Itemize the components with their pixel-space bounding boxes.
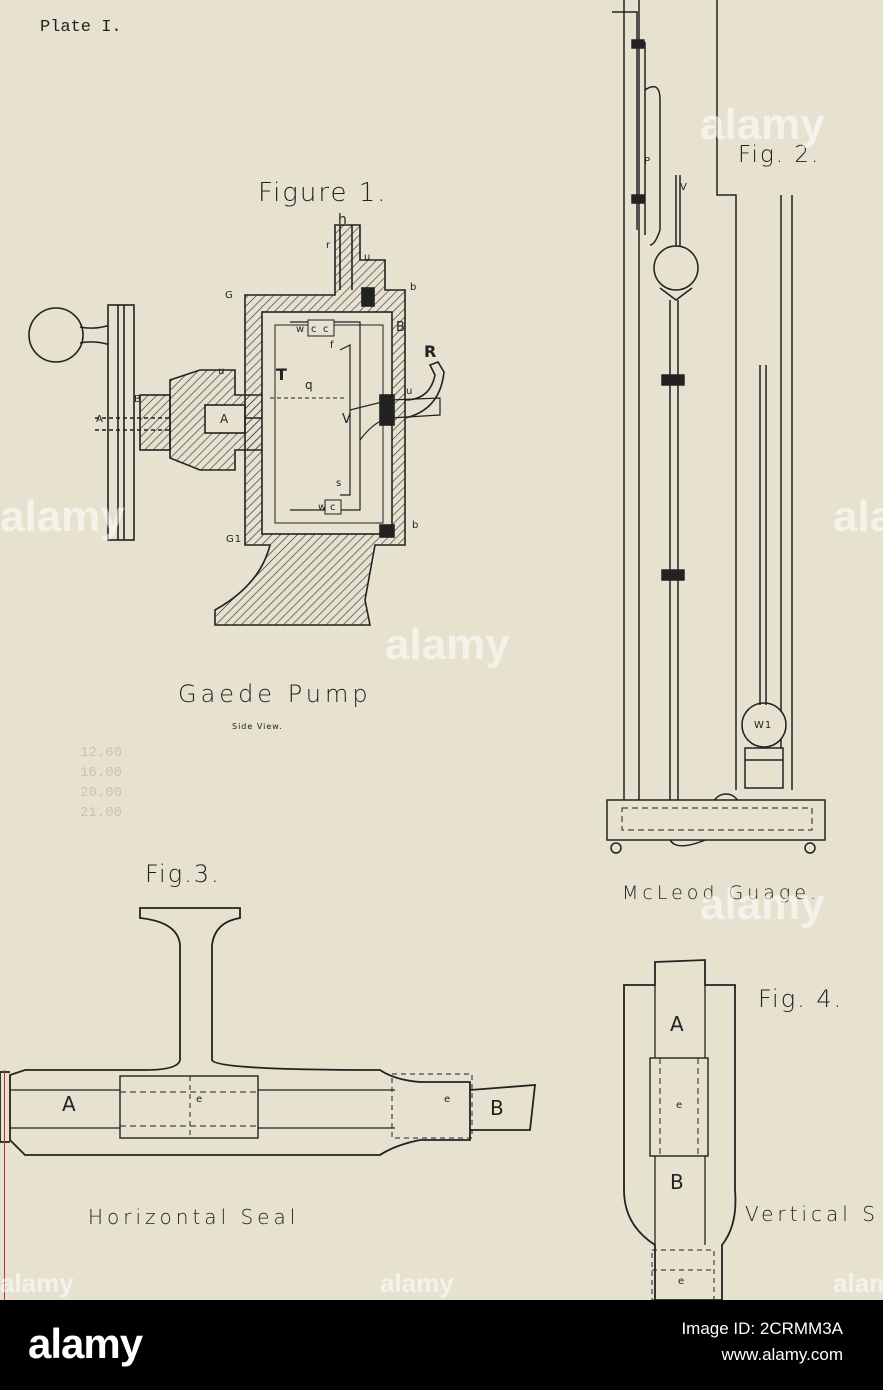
bg-number: 20.00	[80, 785, 123, 801]
watermark: alamy	[0, 492, 125, 541]
figure3-title: Fig.3.	[145, 860, 221, 888]
figure2-title: Fig. 2.	[738, 142, 821, 168]
fig1-label: b	[412, 520, 420, 531]
figure1-caption: Gaede Pump	[178, 680, 372, 708]
watermark: alamy	[0, 1268, 74, 1298]
fig1-label: G1	[226, 534, 243, 545]
fig3-label: A	[62, 1092, 78, 1116]
fig1-label: w	[318, 502, 328, 513]
image-id: Image ID: 2CRMM3A	[681, 1319, 843, 1338]
margin-line	[4, 1070, 5, 1300]
vertical-seal-drawing	[623, 959, 737, 1300]
fig4-label: e	[678, 1276, 686, 1287]
watermark: alamy	[700, 880, 825, 929]
fig1-label: u	[406, 386, 414, 397]
fig1-label: c	[330, 502, 337, 513]
footer-bar: alamy Image ID: 2CRMM3A www.alamy.com	[0, 1300, 883, 1390]
plate-title: Plate I.	[40, 18, 122, 37]
fig1-label: h	[338, 212, 348, 228]
figure4-title: Fig. 4.	[758, 985, 844, 1013]
watermark: alamy	[380, 1268, 454, 1298]
fig4-label: e	[676, 1100, 684, 1111]
fig3-label: e	[444, 1094, 452, 1105]
fig1-label: f	[330, 340, 335, 351]
fig2-label: V	[680, 182, 688, 193]
fig2-label: P	[644, 156, 652, 167]
fig1-label: G	[225, 290, 234, 301]
bg-number: 16.00	[80, 765, 123, 781]
fig4-label: A	[670, 1012, 686, 1036]
fig1-label: V	[342, 412, 352, 427]
fig1-label: T	[276, 365, 288, 384]
bg-number: 21.00	[80, 805, 123, 821]
fig1-label: q	[305, 378, 314, 392]
fig1-label: A	[220, 412, 230, 426]
fig1-label: u	[364, 252, 372, 263]
figure1-title: Figure 1.	[258, 178, 388, 208]
fig1-label: R	[424, 342, 438, 361]
image-id-block: Image ID: 2CRMM3A www.alamy.com	[681, 1316, 843, 1368]
fig1-label: c	[311, 324, 318, 335]
watermark: alamy	[700, 100, 825, 149]
fig3-label: e	[196, 1094, 204, 1105]
plate-page: 12.60 16.00 20.00 21.00 Plate I. Figure …	[0, 0, 883, 1300]
fig1-label: w	[296, 324, 306, 335]
horizontal-seal-drawing	[0, 907, 537, 1156]
watermark: alamy	[833, 1268, 883, 1298]
brand-logo: alamy	[28, 1320, 143, 1367]
fig1-label: b	[410, 282, 418, 293]
fig1-label: A	[96, 414, 104, 425]
fig1-label: B	[134, 394, 142, 405]
mcleod-gauge-drawing	[606, 0, 826, 854]
figure4-caption: Vertical S	[745, 1202, 879, 1226]
figure1-subcaption: Side View.	[232, 722, 283, 731]
plate-drawing	[0, 0, 826, 1300]
fig2-label: W1	[754, 720, 773, 731]
fig3-label: B	[490, 1096, 506, 1120]
fig1-label: s	[336, 478, 343, 489]
watermark: alamy	[385, 620, 510, 669]
fig1-label: r	[326, 240, 332, 251]
fig1-label: B	[396, 320, 406, 335]
bg-number: 12.60	[80, 745, 123, 761]
watermark: alamy	[833, 492, 883, 541]
fig1-label: u	[218, 366, 226, 377]
gaede-pump-drawing	[28, 224, 445, 626]
figure2-caption: McLeod Guage.	[622, 882, 821, 904]
fig1-label: c	[323, 324, 330, 335]
site-url[interactable]: www.alamy.com	[721, 1345, 843, 1364]
figure3-caption: Horizontal Seal	[88, 1205, 300, 1229]
fig4-label: B	[670, 1170, 686, 1194]
